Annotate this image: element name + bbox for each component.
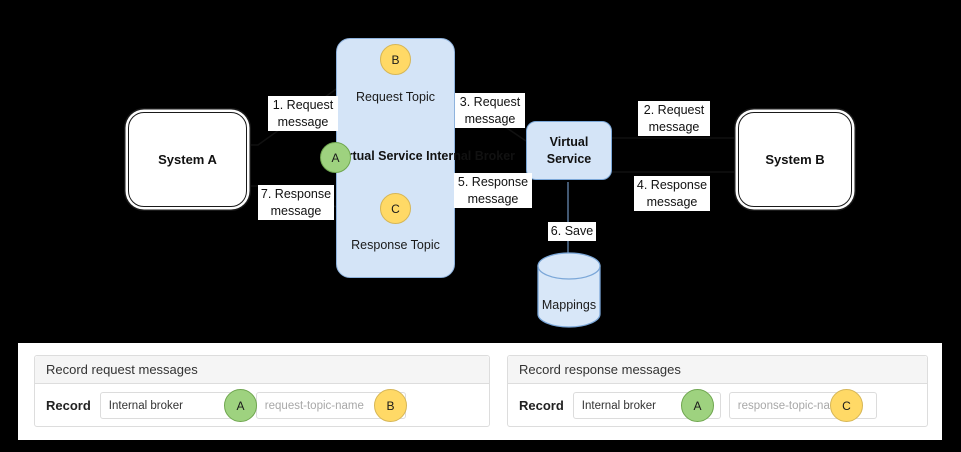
response-topic-caption: Response Topic xyxy=(351,238,440,252)
record-request-panel: Record request messages Record Internal … xyxy=(34,355,490,427)
request-broker-select[interactable]: Internal broker xyxy=(99,392,248,419)
step-label-3: 3. Request message xyxy=(455,93,525,128)
step-label-5: 5. Response message xyxy=(454,173,532,208)
response-topic-input-placeholder: response-topic-name xyxy=(737,399,846,412)
system-a-label: System A xyxy=(158,152,217,167)
mappings-label: Mappings xyxy=(541,298,597,312)
record-response-panel-body: Record Internal broker ▼ response-topic-… xyxy=(508,384,927,427)
system-b-box: System B xyxy=(738,112,852,207)
step-label-1: 1. Request message xyxy=(268,96,338,131)
virtual-service-box: Virtual Service xyxy=(526,121,612,180)
record-response-panel: Record response messages Record Internal… xyxy=(507,355,928,427)
record-request-panel-header: Record request messages xyxy=(35,356,489,384)
record-request-panel-body: Record Internal broker request-topic-nam… xyxy=(35,384,489,427)
broker-title: Virtual Service Internal Broker xyxy=(336,149,516,163)
step-label-6: 6. Save xyxy=(548,222,596,241)
mappings-datastore-cylinder xyxy=(537,252,601,328)
badge-a-diagram: A xyxy=(320,142,351,173)
badge-b-request-topic: B xyxy=(374,389,407,422)
step-label-2: 2. Request message xyxy=(638,101,710,136)
record-response-panel-header: Record response messages xyxy=(508,356,927,384)
record-settings-card: Record request messages Record Internal … xyxy=(18,343,942,440)
request-topic-caption: Request Topic xyxy=(356,90,435,104)
badge-a-request-select: A xyxy=(224,389,257,422)
system-a-box: System A xyxy=(128,112,247,207)
step-label-4: 4. Response message xyxy=(634,176,710,211)
badge-a-response-select: A xyxy=(681,389,714,422)
badge-c-response-topic: C xyxy=(830,389,863,422)
request-broker-select-value: Internal broker xyxy=(108,399,183,412)
response-broker-select-value: Internal broker xyxy=(581,399,656,412)
record-response-label: Record xyxy=(519,398,564,413)
record-request-label: Record xyxy=(46,398,91,413)
virtual-service-internal-broker-container xyxy=(336,38,455,278)
request-topic-input-placeholder: request-topic-name xyxy=(264,399,364,412)
badge-c-diagram: C xyxy=(380,193,411,224)
badge-b-diagram: B xyxy=(380,44,411,75)
step-label-7: 7. Response message xyxy=(258,185,334,220)
system-b-label: System B xyxy=(765,152,825,167)
